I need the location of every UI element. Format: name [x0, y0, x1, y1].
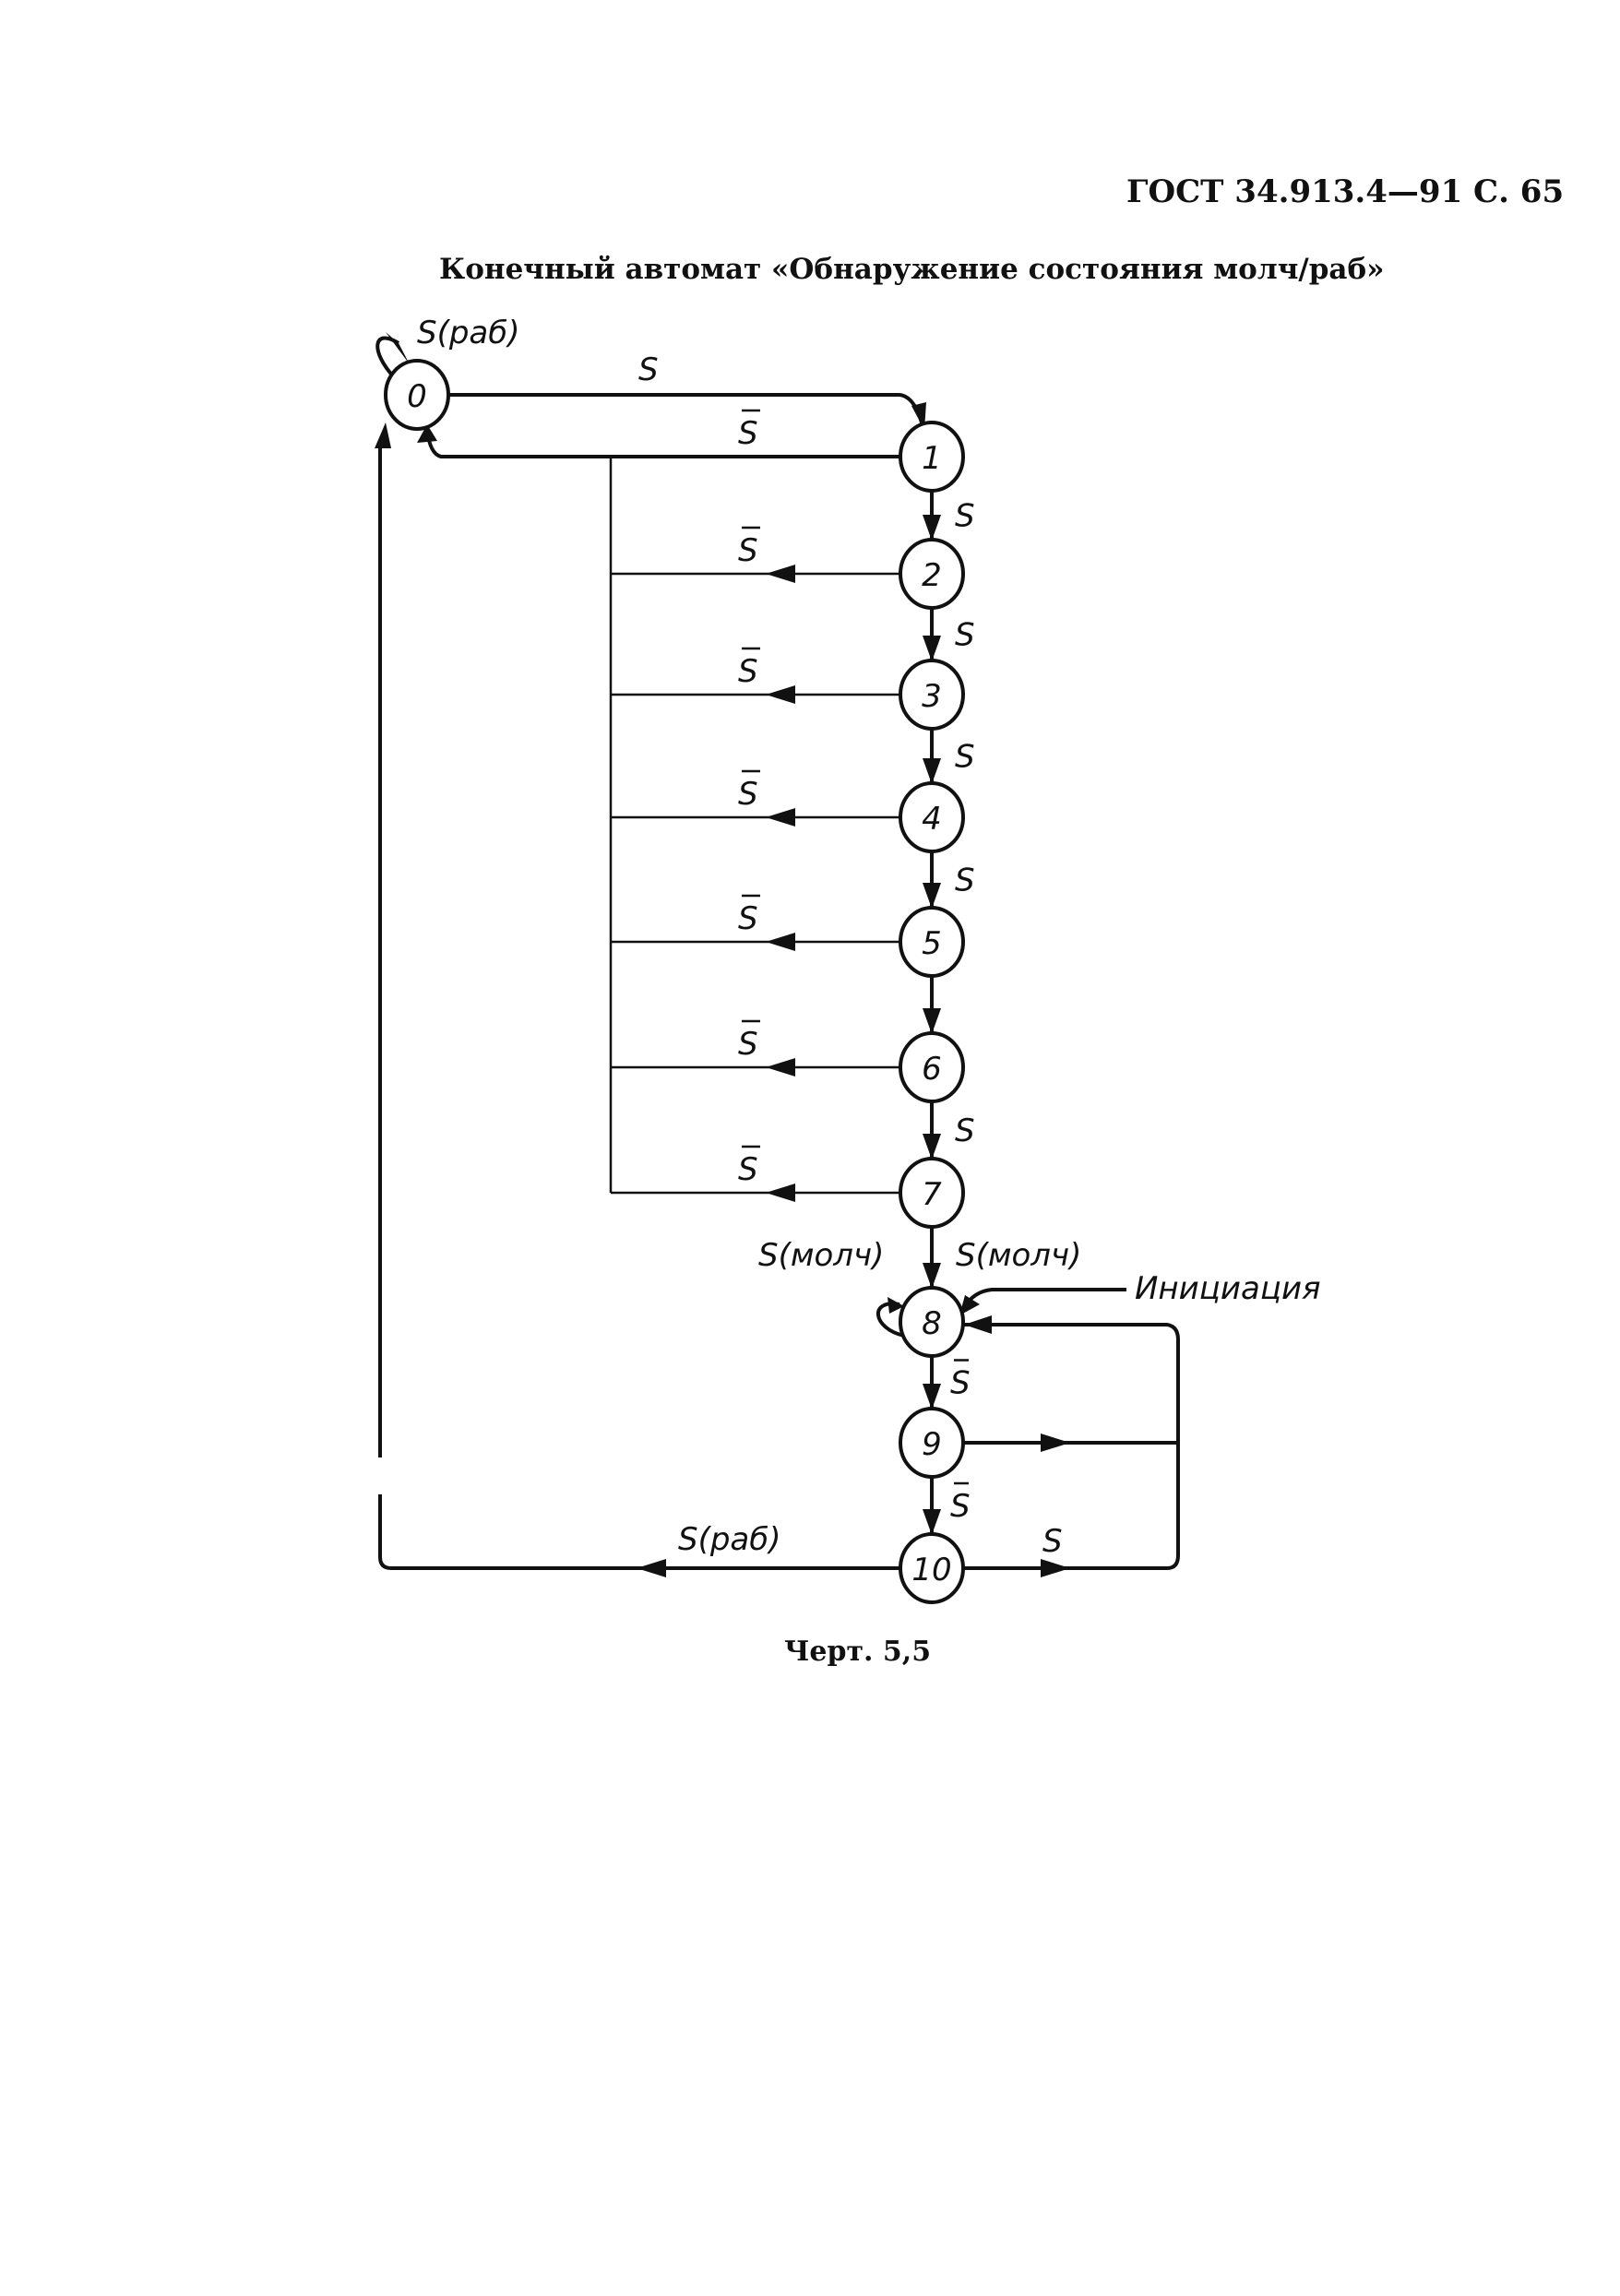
label-s: S: [955, 739, 975, 776]
label-s-bar: S: [738, 1151, 758, 1188]
label-s-rab-bottom: S(раб): [678, 1521, 781, 1558]
arrowhead: [923, 1263, 941, 1289]
label-s: S: [955, 1112, 975, 1149]
arrowhead: [923, 1509, 941, 1535]
state-label: 0: [407, 378, 427, 415]
return-to-8: [964, 1323, 1180, 1570]
label-init: Инициация: [1135, 1270, 1321, 1307]
arrowhead: [923, 515, 941, 541]
arrowhead: [887, 1297, 904, 1314]
state-node-7: [899, 1157, 965, 1229]
state-label: 1: [922, 440, 942, 477]
arrowhead: [766, 1184, 795, 1202]
state-node-8: [899, 1286, 965, 1358]
state-label: 3: [922, 678, 942, 715]
label-s-bar: S: [738, 532, 758, 569]
arrowhead: [923, 636, 941, 661]
edge-0-1: [449, 393, 924, 427]
state-node-9: [899, 1407, 965, 1479]
arrowhead: [766, 933, 795, 951]
label-s-molch-left: S(молч): [758, 1237, 884, 1274]
state-node-5: [899, 906, 965, 978]
state-label: 10: [911, 1552, 951, 1588]
state-node-4: [899, 781, 965, 853]
arrowhead: [923, 1008, 941, 1034]
arrowhead: [1041, 1434, 1070, 1452]
label-s-bar: S: [738, 415, 758, 452]
label-s-bar: S: [950, 1488, 971, 1525]
state-node-10: [899, 1532, 965, 1604]
state-label: 8: [922, 1305, 942, 1342]
page-header: ГОСТ 34.913.4—91 С. 65: [1126, 173, 1564, 210]
label-s-bar: S: [950, 1365, 971, 1402]
arrowhead: [766, 685, 795, 704]
arrowhead: [766, 1058, 795, 1077]
arrowhead: [637, 1559, 666, 1577]
arrowhead: [923, 883, 941, 909]
state-node-2: [899, 538, 965, 610]
label-s: S: [955, 862, 975, 899]
state-label: 6: [922, 1051, 942, 1088]
state-node-1: [899, 421, 965, 493]
label-s-bar: S: [738, 1026, 758, 1063]
edge-10-0: [378, 1494, 899, 1570]
arrowhead: [1041, 1559, 1070, 1577]
state-label: 9: [922, 1426, 942, 1463]
figure-caption: Черт. 5,5: [784, 1636, 931, 1668]
state-label: 7: [922, 1176, 942, 1213]
label-s-bar: S: [738, 653, 758, 690]
state-label: 4: [922, 801, 942, 838]
arrowhead: [923, 1384, 941, 1410]
arrowhead: [766, 565, 795, 583]
state-node-3: [899, 659, 965, 731]
label-s-bar: S: [738, 900, 758, 937]
label-s: S: [955, 617, 975, 654]
label-s-rab-self: S(раб): [417, 315, 520, 351]
arrowhead: [923, 758, 941, 784]
arrowhead: [959, 1295, 980, 1315]
state-node-0: [384, 359, 450, 431]
init-edge: [962, 1288, 1126, 1310]
arrowhead: [375, 422, 391, 448]
state-node-6: [899, 1031, 965, 1103]
label-s: S: [955, 498, 975, 535]
label-s-10: S: [1042, 1523, 1063, 1560]
label-s: S: [638, 351, 659, 388]
diagram-title: Конечный автомат «Обнаружение состояния …: [439, 253, 1385, 286]
state-label: 2: [922, 557, 942, 594]
edge-1-0: [425, 429, 902, 458]
arrowhead: [417, 424, 437, 443]
label-s-molch-right: S(молч): [956, 1237, 1081, 1274]
label-s-bar: S: [738, 776, 758, 813]
arrowhead: [766, 808, 795, 827]
arrowhead: [964, 1315, 992, 1334]
arrowhead: [923, 1134, 941, 1160]
arrowhead: [386, 332, 410, 364]
state-label: 5: [922, 925, 942, 962]
